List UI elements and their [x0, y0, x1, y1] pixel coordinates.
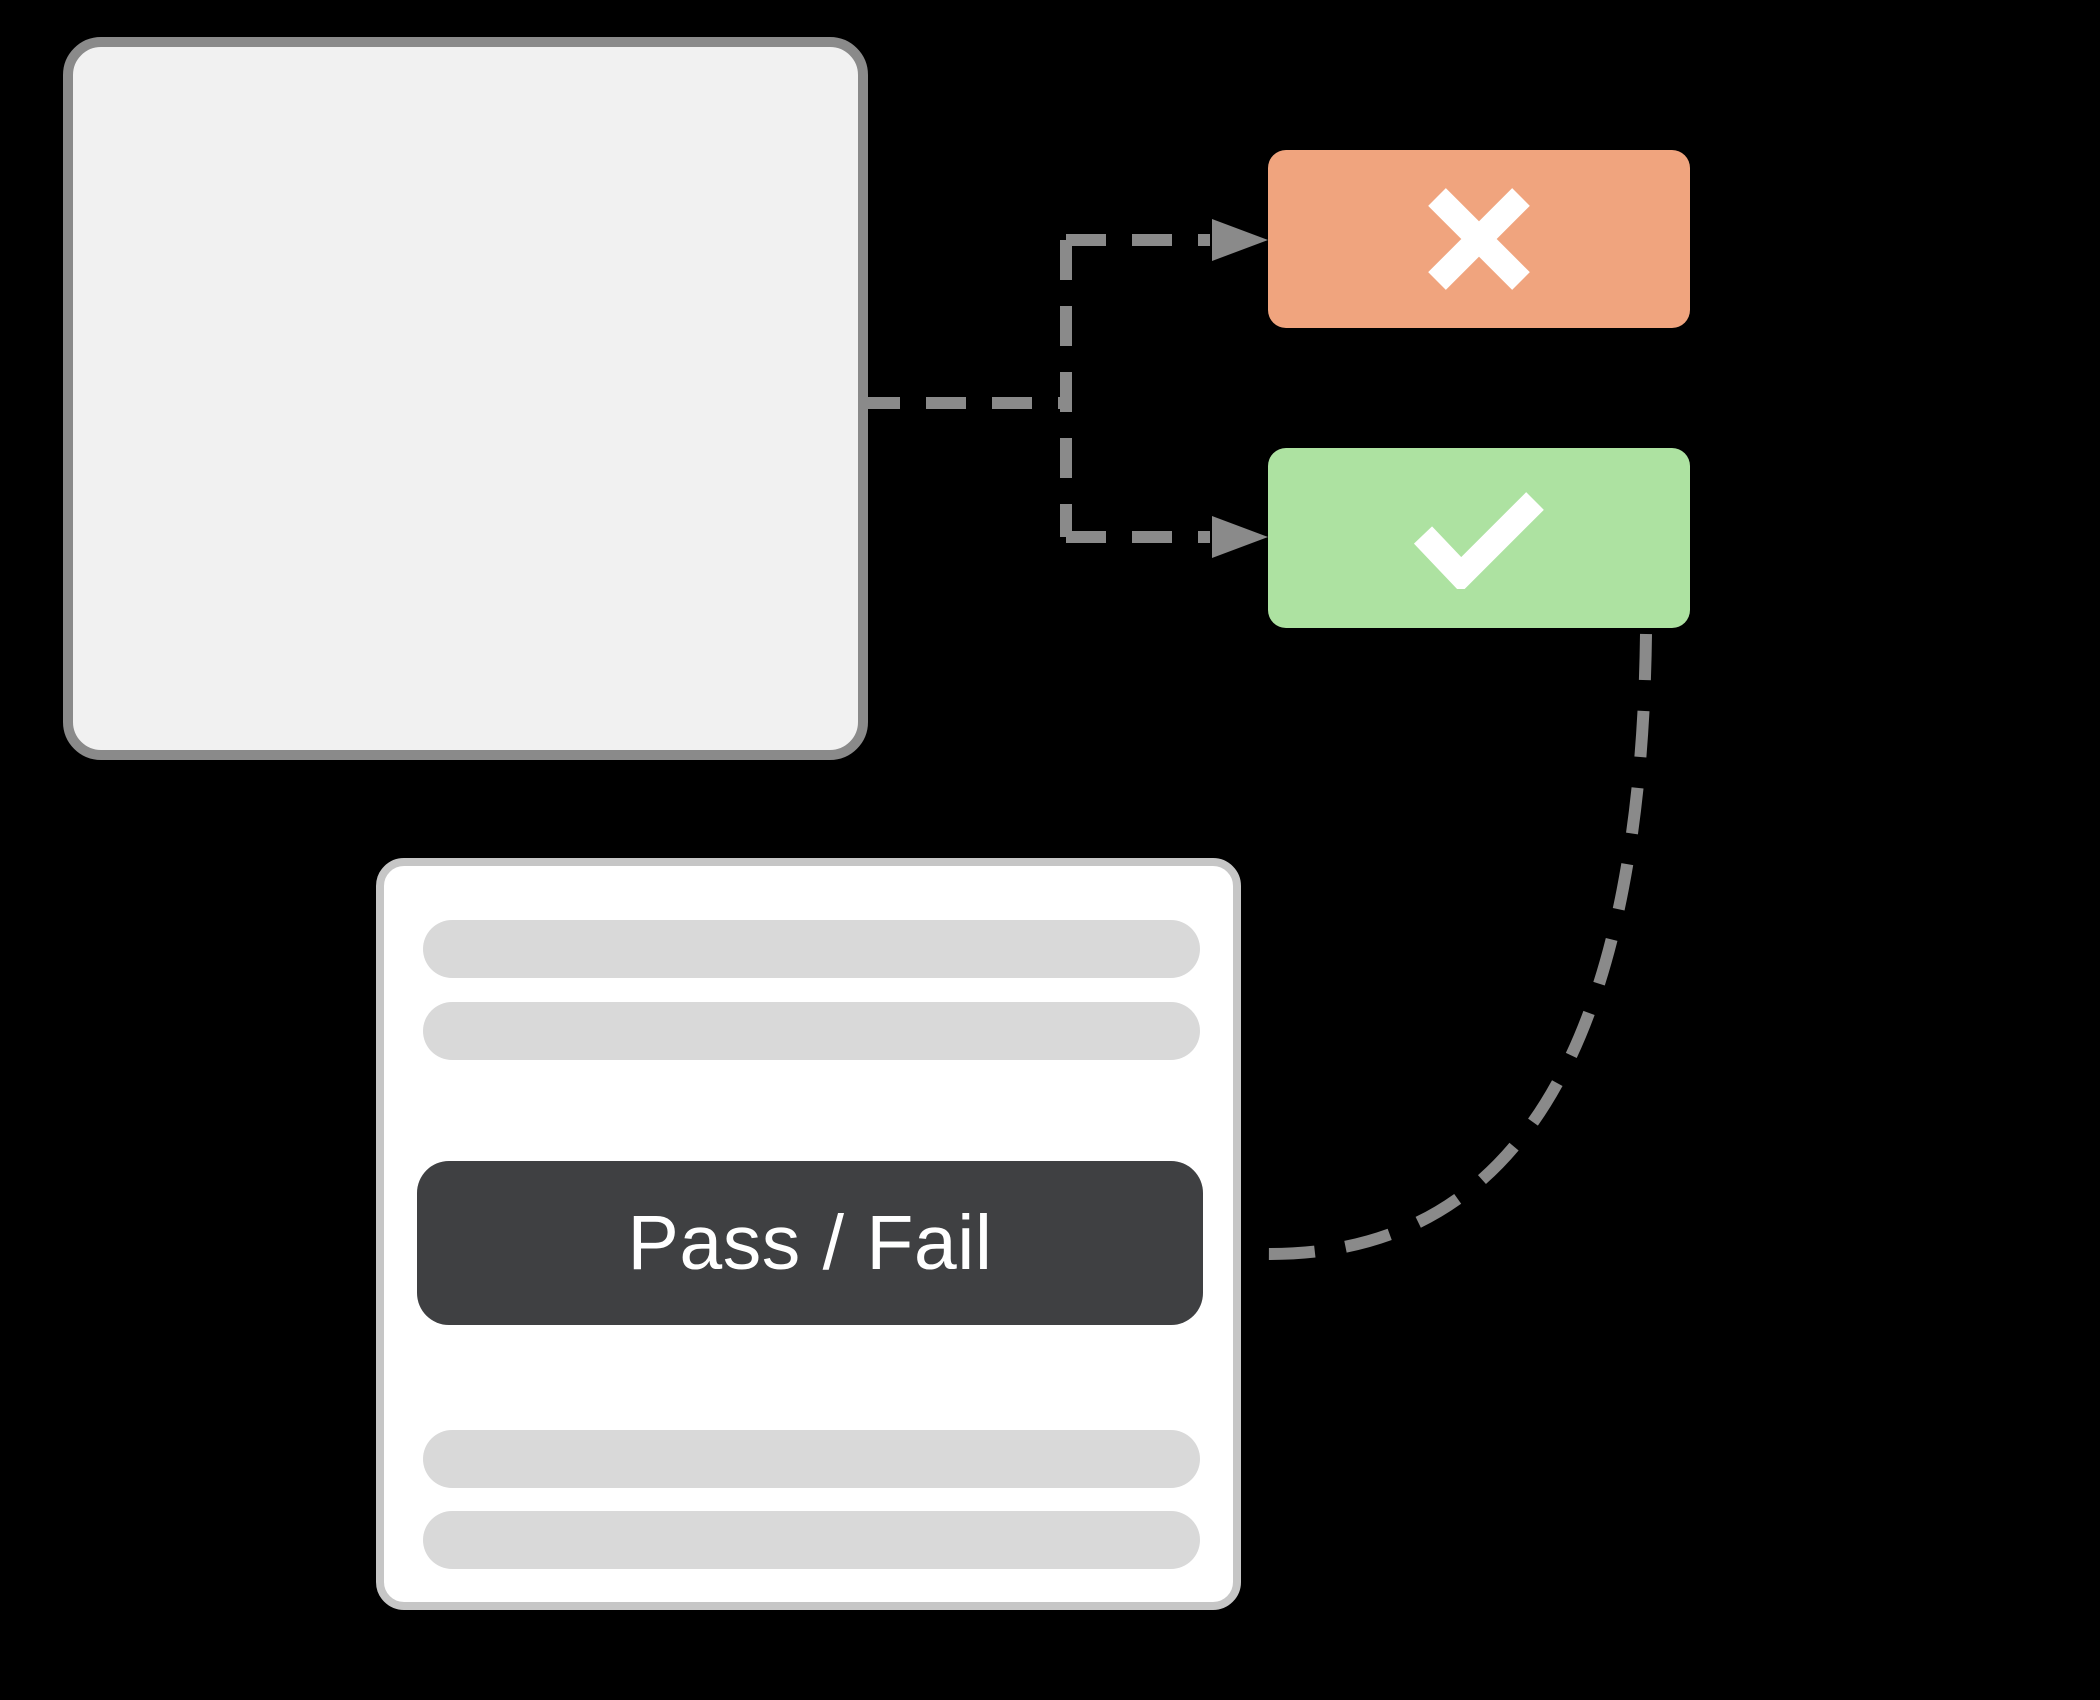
- check-mark-icon: [1413, 492, 1544, 589]
- placeholder-line: [423, 1430, 1200, 1488]
- placeholder-line: [423, 1002, 1200, 1060]
- placeholder-line: [423, 920, 1200, 978]
- arrowhead-pass: [1212, 516, 1268, 558]
- x-mark-icon: [1428, 188, 1530, 290]
- pass-fail-button[interactable]: Pass / Fail: [417, 1161, 1203, 1325]
- pass-fail-button-label: Pass / Fail: [627, 1199, 993, 1286]
- pass-result-box: [1268, 448, 1690, 628]
- fail-result-box: [1268, 150, 1690, 328]
- report-card: Pass / Fail: [376, 858, 1241, 1610]
- placeholder-line: [423, 1511, 1200, 1569]
- connector-curve-pass-to-card: [1267, 633, 1652, 1261]
- source-panel: [63, 37, 868, 760]
- arrowhead-fail: [1212, 219, 1268, 261]
